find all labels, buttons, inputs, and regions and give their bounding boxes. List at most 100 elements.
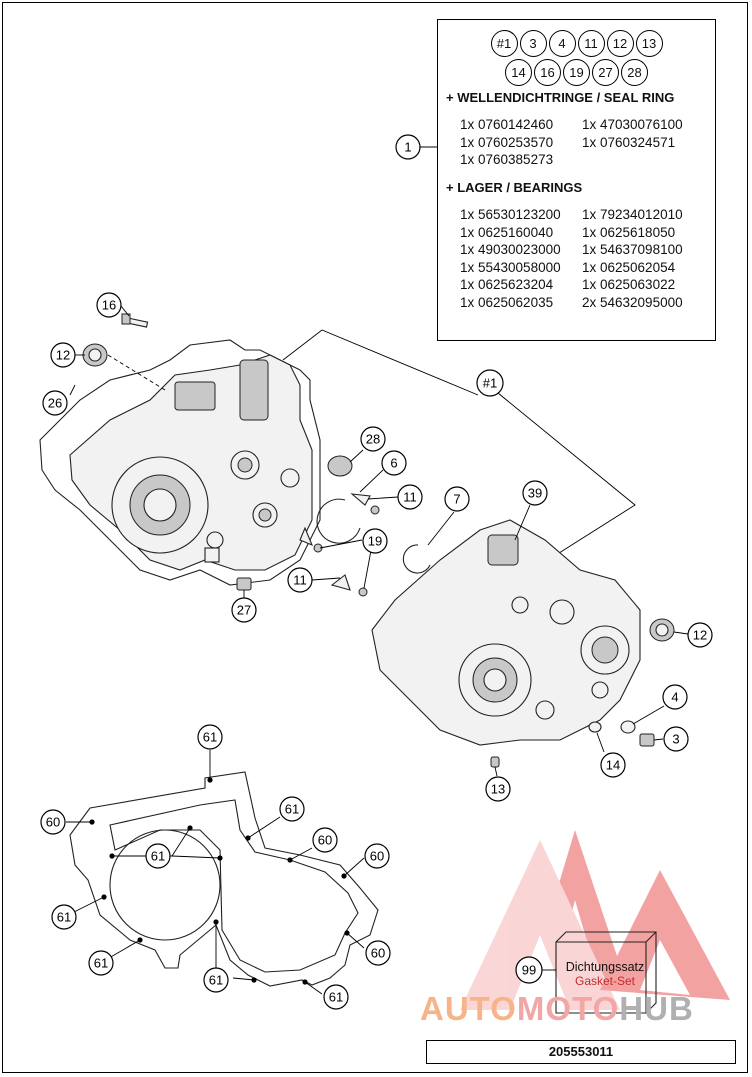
screw-19-a [370, 505, 380, 515]
seal-ring-title: + WELLENDICHTRINGE / SEAL RING [446, 90, 675, 105]
group-bracket-left [282, 329, 479, 396]
part-number: 1x 0625623204 [460, 277, 554, 292]
badge: 4 [548, 30, 576, 57]
svg-text:19: 19 [368, 534, 382, 549]
left-shaft-bore-a-inner [237, 457, 253, 473]
part-number: 1x 79234012010 [582, 207, 683, 222]
circlip-7 [402, 544, 431, 574]
callout-14: 14 [600, 752, 626, 778]
part-number: 1x 0760385273 [460, 152, 554, 167]
badge: 3 [519, 30, 547, 57]
plug-3 [639, 733, 655, 747]
seal-12-left-inner [88, 348, 102, 362]
callout-61-center: 61 [145, 843, 171, 869]
badge: 28 [621, 59, 648, 86]
bushing-28 [327, 455, 353, 477]
part-number: 1x 0760142460 [460, 117, 554, 132]
svg-text:27: 27 [237, 603, 251, 618]
callout-16: 16 [96, 292, 122, 318]
left-crankcase-half [39, 339, 321, 586]
svg-text:60: 60 [370, 849, 384, 864]
svg-text:39: 39 [528, 486, 542, 501]
callout-12-right: 12 [687, 622, 713, 648]
ring-14 [588, 721, 602, 733]
plate-11-lower-a [299, 526, 314, 547]
right-shaft-bore-c [591, 681, 609, 699]
svg-text:61: 61 [57, 910, 71, 925]
left-main-bearing-bore [143, 488, 177, 522]
part-number: 1x 55430058000 [460, 259, 561, 275]
callout-26: 26 [42, 390, 68, 416]
callout-12-left: 12 [50, 342, 76, 368]
badge: 16 [534, 59, 561, 86]
svg-text:61: 61 [329, 990, 343, 1005]
group-bracket-right [497, 392, 636, 561]
callout-60-upper-right: 60 [312, 827, 338, 853]
left-shaft-bore-d [206, 531, 224, 549]
svg-text:12: 12 [693, 628, 707, 643]
small-parts [82, 313, 675, 768]
part-number: 1x 0760253570 [460, 134, 554, 150]
left-case-rib [174, 381, 216, 411]
watermark-moto: MOTO [516, 990, 620, 1027]
right-case-body [371, 519, 641, 746]
left-case-port [239, 359, 269, 421]
bearing-part-list: 1x 56530123200 1x 79234012010 1x 0625160… [460, 206, 710, 311]
svg-text:6: 6 [390, 456, 397, 471]
right-shaft-bore-e [511, 596, 529, 614]
part-number: 1x 54637098100 [582, 242, 683, 257]
callout-11-lower: 11 [287, 567, 313, 593]
part-number: 1x 47030076100 [582, 117, 683, 132]
badge: 12 [606, 30, 634, 57]
right-case-port [487, 534, 519, 566]
callout-19: 19 [362, 528, 388, 554]
svg-text:61: 61 [94, 956, 108, 971]
callout-61-upper-right: 61 [279, 796, 305, 822]
gasket-set-label: Dichtungssatz Gasket-Set [556, 960, 654, 988]
screw-19-c [358, 587, 368, 597]
gasket-set-box [555, 931, 657, 1014]
svg-text:61: 61 [285, 802, 299, 817]
plate-11-upper [350, 493, 371, 506]
part-number: 1x 56530123200 [460, 207, 561, 222]
callout-11-upper: 11 [397, 484, 423, 510]
plate-11-lower-b [330, 574, 351, 591]
callout-61-bottom-right: 61 [323, 984, 349, 1010]
bolt-16-head [121, 313, 131, 325]
svg-text:61: 61 [203, 730, 217, 745]
callout-27: 27 [231, 597, 257, 623]
base-gasket-inner [109, 799, 359, 973]
badge: 27 [592, 59, 619, 86]
callout-60-lower-right: 60 [365, 940, 391, 966]
callout-group-1: #1 [476, 369, 504, 397]
base-gasket-bore [109, 829, 221, 941]
callout-61-lower-left: 61 [88, 950, 114, 976]
callout-61-top: 61 [197, 724, 223, 750]
pin-13 [490, 756, 500, 768]
watermark-text: AUTOMOTOHUB [420, 990, 694, 1028]
left-dowel-sleeve [204, 547, 220, 563]
part-number: 1x 0625062035 [460, 294, 554, 310]
callout-3: 3 [663, 726, 689, 752]
part-number: 1x 0625063022 [582, 277, 676, 292]
svg-text:60: 60 [371, 946, 385, 961]
callout-60-left: 60 [40, 809, 66, 835]
left-shaft-bore-b-inner [258, 508, 272, 522]
svg-text:7: 7 [453, 492, 460, 507]
svg-text:16: 16 [102, 298, 116, 313]
left-shaft-bore-c [280, 468, 300, 488]
part-number: 2x 54632095000 [582, 294, 683, 310]
svg-text:28: 28 [366, 432, 380, 447]
seal-12-right-inner [655, 623, 669, 637]
callout-61-left: 61 [51, 904, 77, 930]
callout-1: 1 [395, 134, 421, 160]
part-number: 1x 49030023000 [460, 242, 561, 257]
svg-text:61: 61 [151, 849, 165, 864]
right-shaft-bore-b [549, 599, 575, 625]
badge: #1 [490, 30, 518, 57]
svg-text:11: 11 [403, 490, 417, 505]
